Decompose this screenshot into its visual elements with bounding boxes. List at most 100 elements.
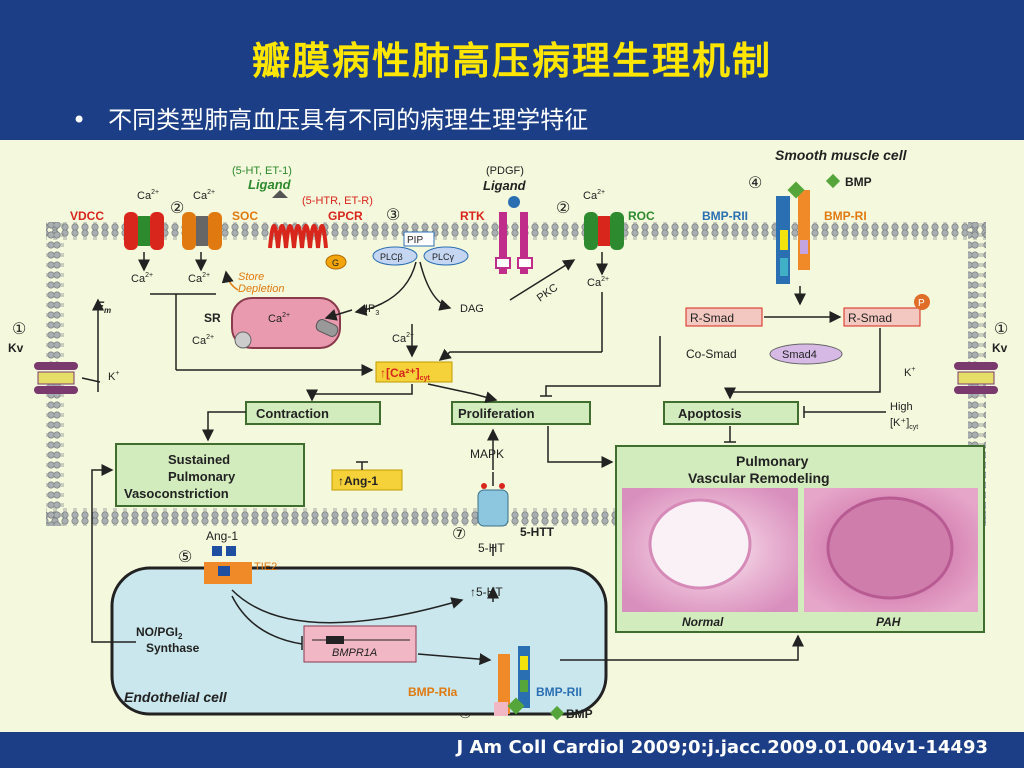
store-depletion-2: Depletion [238, 283, 284, 295]
num-3: ③ [386, 207, 400, 224]
proliferation-label: Proliferation [458, 406, 535, 421]
contraction-label: Contraction [256, 406, 329, 421]
bmpr1a-label: BMPR1A [332, 647, 377, 659]
ligand2-label: Ligand [483, 178, 527, 193]
pah-label: PAH [876, 615, 901, 629]
plcb-label: PLCβ [380, 252, 403, 262]
vdcc-channel [124, 212, 164, 250]
ca-cyt-label: ↑[Ca²⁺]cyt [380, 366, 430, 382]
five-ht-label: 5-HT [478, 541, 505, 555]
footer-bar: J Am Coll Cardiol 2009;0:j.jacc.2009.01.… [0, 734, 1024, 768]
slide-title: 瓣膜病性肺高压病理生理机制 [251, 39, 772, 83]
kv-left-label: Kv [8, 341, 24, 355]
bmp-ria-label: BMP-RIa [408, 685, 458, 699]
ca-label-2: Ca2+ [193, 189, 215, 202]
k-left: K+ [108, 370, 119, 383]
pip2-label: PIP [407, 235, 423, 246]
bmp-rii-label: BMP-RII [702, 209, 748, 223]
phospho-label: P [918, 298, 925, 309]
rtk-label: RTK [460, 209, 485, 223]
ligand1-names: (5-HT, ET-1) [232, 165, 292, 177]
ca-label-1: Ca2+ [137, 189, 159, 202]
bullet-dot: • [72, 106, 87, 134]
up-5ht-label: ↑5-HT [470, 585, 503, 599]
r-smad-right: R-Smad P [843, 294, 930, 327]
contraction-box: Contraction [245, 401, 381, 425]
bmp-rii-ec-label: BMP-RII [536, 685, 582, 699]
pathway-figure: Smooth muscle cell (5-HT, ET-1) Ligand (… [0, 140, 1024, 732]
bmpr1a-gene: BMPR1A [303, 625, 417, 663]
bmp-receptor-smc: BMP [776, 173, 872, 284]
ang1-up-box: ↑Ang-1 [331, 469, 403, 491]
tie2-receptor: TIE2 [204, 546, 277, 584]
num-2b: ② [556, 200, 570, 217]
ca-sr: Ca2+ [268, 312, 290, 325]
num-1b: ① [994, 321, 1008, 338]
rtk-receptor [495, 196, 533, 274]
proliferation-box: Proliferation [451, 401, 591, 425]
roc-label: ROC [628, 209, 655, 223]
gpcr-label: GPCR [328, 209, 363, 223]
high-label: High [890, 401, 913, 413]
no-pgi-label: NO/PGI2 [136, 625, 183, 641]
ang1-label: Ang-1 [206, 529, 238, 543]
ca-below-3: Ca2+ [587, 276, 609, 289]
htt-transporter: 5-HTT [477, 483, 555, 539]
store-depletion-1: Store [238, 271, 264, 283]
ligand2-names: (PDGF) [486, 165, 524, 177]
spv-line-3: Vasoconstriction [124, 486, 229, 501]
sr-label: SR [204, 311, 221, 325]
bmp-label-bottom: BMP [566, 707, 593, 721]
roc-channel [584, 212, 624, 250]
r-smad-left: R-Smad [685, 307, 763, 327]
apoptosis-label: Apoptosis [678, 406, 742, 421]
ang1-up-label: ↑Ang-1 [338, 474, 378, 488]
pathway-diagram: Smooth muscle cell (5-HT, ET-1) Ligand (… [8, 147, 1008, 722]
kv-channel-left [34, 362, 78, 394]
num-5: ⑤ [178, 549, 192, 566]
r-smad-label-1: R-Smad [690, 311, 734, 325]
gpcr-receptors: (5-HTR, ET-R) [302, 195, 373, 207]
vdcc-label: VDCC [70, 209, 104, 223]
apoptosis-box: Apoptosis [663, 401, 799, 425]
bmp-receptor-ec: BMP-RIa BMP-RII BMP [408, 646, 593, 721]
num-2a: ② [170, 200, 184, 217]
co-smad-label: Co-Smad [686, 347, 737, 361]
ca-cyt-box: ↑[Ca²⁺]cyt [375, 361, 453, 383]
tie2-label: TIE2 [254, 561, 277, 573]
spv-line-2: Pulmonary [168, 469, 236, 484]
bmp-label-top: BMP [845, 175, 872, 189]
num-7: ⑦ [452, 526, 466, 543]
dag-label: DAG [460, 303, 484, 315]
ca-below-1: Ca2+ [131, 272, 153, 285]
plc-complex: PIP PLCβ PLCγ [372, 231, 469, 266]
soc-label: SOC [232, 209, 258, 223]
htt-label: 5-HTT [520, 525, 555, 539]
smad4: Smad4 [769, 343, 843, 365]
gpcr-receptor: G [268, 190, 347, 270]
endothelial-cell-label: Endothelial cell [124, 689, 228, 705]
ligand1-label: Ligand [248, 177, 292, 192]
ca-below-2: Ca2+ [188, 272, 210, 285]
pvr-line-2: Vascular Remodeling [688, 470, 830, 486]
pathway-arrows [81, 252, 886, 666]
num-4a: ④ [748, 175, 762, 192]
k-cyt-label: [K⁺]cyt [890, 417, 918, 431]
soc-channel [182, 212, 222, 250]
k-right: K+ [904, 366, 915, 379]
spv-line-1: Sustained [168, 452, 230, 467]
kv-channel-right [954, 362, 998, 394]
plcg-label: PLCγ [432, 252, 455, 262]
bmp-ri-label: BMP-RI [824, 209, 867, 223]
ca-label-3: Ca2+ [583, 189, 605, 202]
pvr-panel: Pulmonary Vascular Remodeling Normal PAH [615, 445, 985, 633]
citation: J Am Coll Cardiol 2009;0:j.jacc.2009.01.… [456, 737, 988, 758]
num-1a: ① [12, 321, 26, 338]
ca-sr-in: Ca2+ [192, 334, 214, 347]
kv-right-label: Kv [992, 341, 1008, 355]
bullet-text: 不同类型肺高血压具有不同的病理生理学特征 [108, 106, 589, 134]
synthase-label: Synthase [146, 641, 200, 655]
r-smad-label-2: R-Smad [848, 311, 892, 325]
sarcoplasmic-reticulum: SR Ca2+ [204, 297, 341, 349]
bullet-point: • 不同类型肺高血压具有不同的病理生理学特征 [72, 100, 588, 135]
